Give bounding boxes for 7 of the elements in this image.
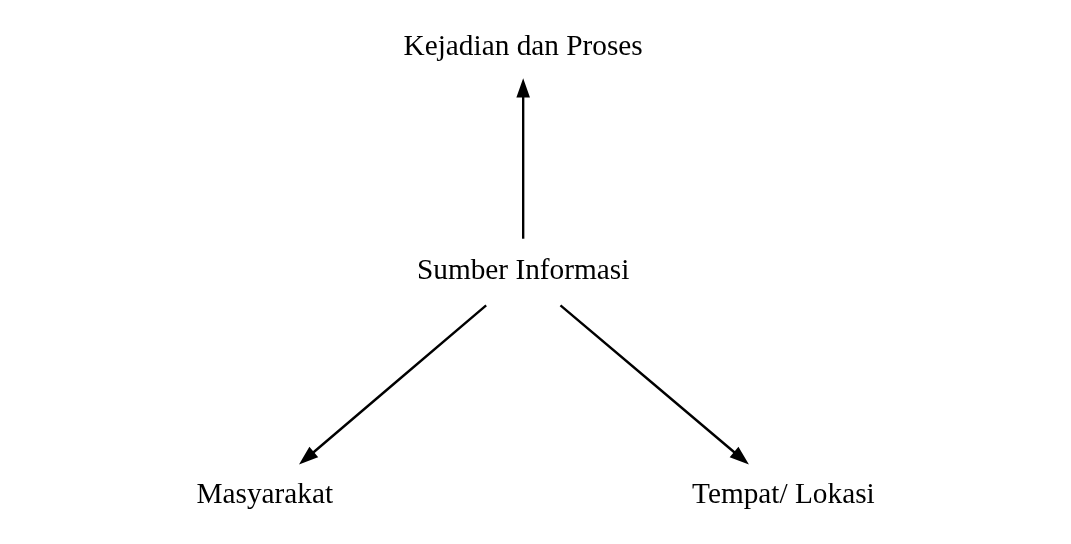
node-text: Sumber Informasi: [416, 252, 629, 285]
node-text: Masyarakat: [195, 476, 333, 509]
node-text: Tempat/ Lokasi: [691, 476, 875, 509]
arrow: [298, 304, 487, 465]
arrow: [559, 304, 749, 465]
arrow: [515, 78, 530, 239]
node-text: Kejadian dan Proses: [403, 29, 643, 62]
